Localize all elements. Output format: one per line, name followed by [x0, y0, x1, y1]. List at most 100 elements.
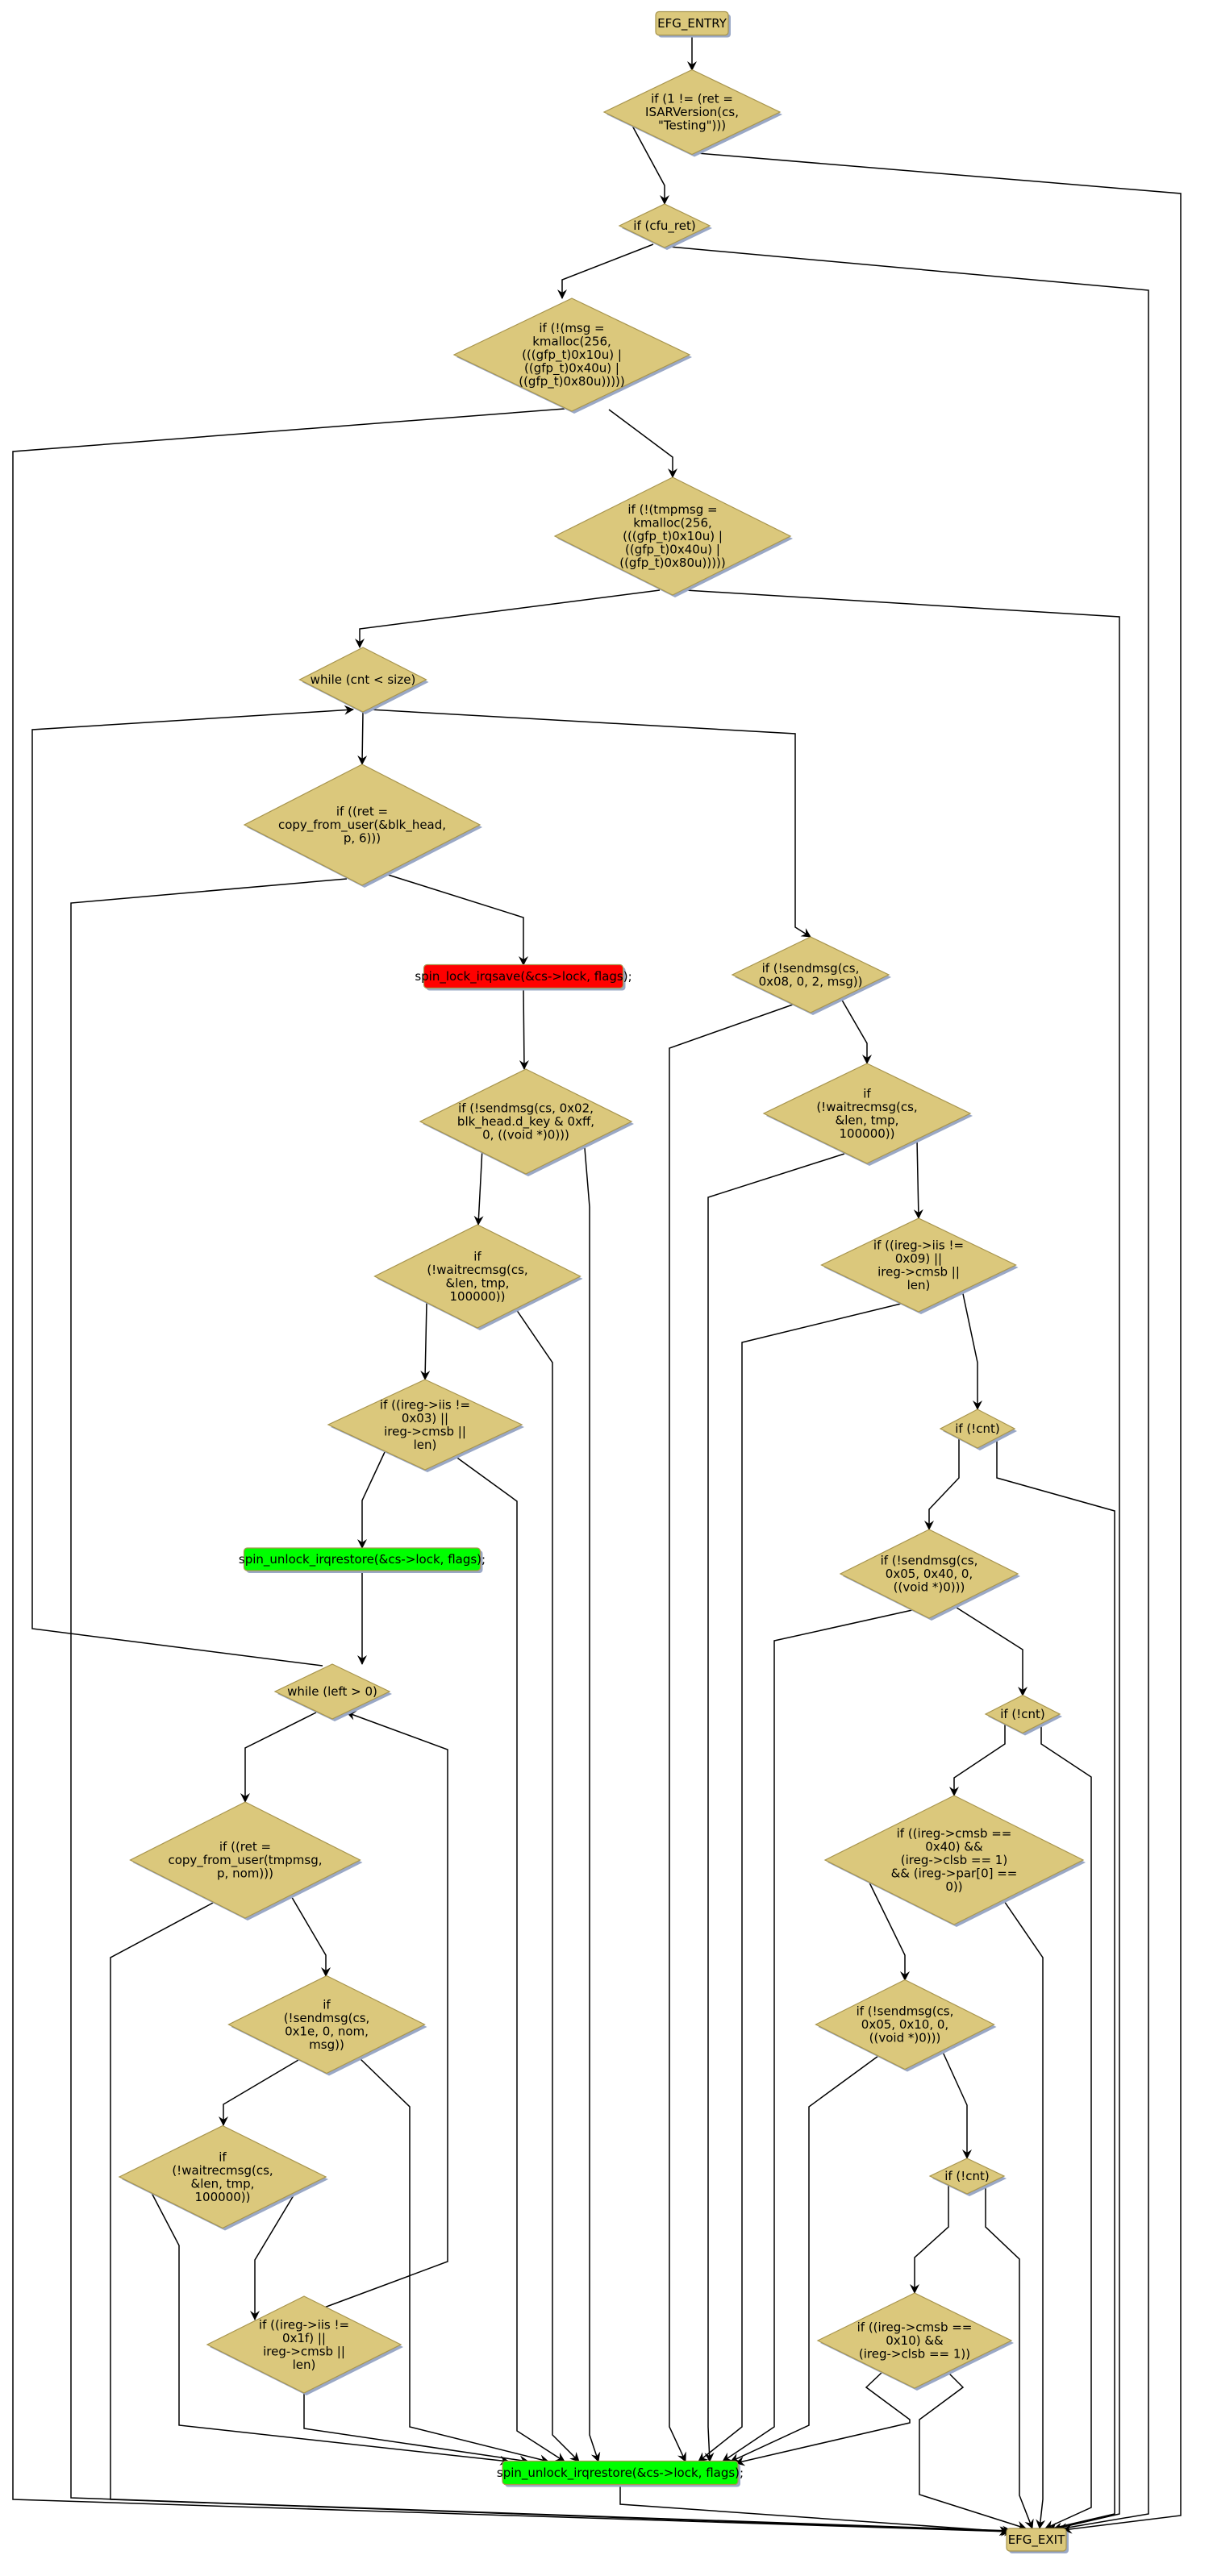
node-label-line: 100000)) — [195, 2190, 251, 2204]
node-label-line: &len, tmp, — [836, 1113, 899, 1127]
node-label-line: if (!cnt) — [955, 1421, 1000, 1436]
edge-d_wait_bl-to-unlock2 — [150, 2191, 510, 2466]
decision-node-d-send02[interactable]: if (!sendmsg(cs, 0x02,blk_head.d_key & 0… — [419, 1068, 634, 1176]
diamond-shape — [327, 1379, 523, 1471]
edge-d_cnt2-to-d_cmsb40 — [949, 1724, 1006, 1796]
decision-node-d-iis03[interactable]: if ((ireg->iis !=0x03) ||ireg->cmsb ||le… — [327, 1379, 524, 1472]
decision-node-d-wait-l[interactable]: if(!waitrecmsg(cs,&len, tmp,100000)) — [373, 1224, 583, 1330]
statement-node-unlock1[interactable]: spin_unlock_irqrestore(&cs->lock, flags)… — [239, 1547, 486, 1573]
node-label-line: if (!sendmsg(cs, — [762, 961, 860, 976]
edge-d_msg-to-d_tmpmsg — [608, 409, 677, 478]
diamond-shape — [816, 2292, 1013, 2389]
diamond-shape — [602, 69, 782, 156]
node-label-line: 0x03) || — [402, 1411, 448, 1425]
box-shape — [502, 2460, 739, 2486]
statement-node-exit[interactable]: EFG_EXIT — [1006, 2528, 1069, 2553]
diamond-shape — [815, 1979, 995, 2070]
decision-node-d-send08[interactable]: if (!sendmsg(cs,0x08, 0, 2, msg)) — [731, 936, 891, 1015]
node-label-line: if (!(msg = — [539, 321, 604, 335]
edge-unlock2-to-exit — [619, 2485, 1009, 2536]
edge-d_iis03-to-unlock1 — [357, 1451, 386, 1549]
node-label-line: ((gfp_t)0x80u))))) — [619, 556, 726, 571]
node-label-line: EFG_EXIT — [1008, 2532, 1065, 2548]
node-label-line: 0x08, 0, 2, msg)) — [759, 974, 863, 988]
edge-lock-to-d_send02 — [519, 988, 529, 1070]
statement-node-lock[interactable]: spin_lock_irqsave(&cs->lock, flags); — [415, 963, 632, 991]
node-label-line: spin_unlock_irqrestore(&cs->lock, flags)… — [239, 1552, 486, 1567]
edge-d_iis09-to-d_cnt1 — [961, 1289, 982, 1410]
edge-d_send0510-to-d_cnt3 — [941, 2050, 972, 2159]
edge-d_iis03-to-unlock2 — [454, 1455, 565, 2462]
edge-d_while_cnt-to-d_cfu_blk — [357, 711, 368, 765]
node-label-line: if (1 != (ret = — [651, 92, 733, 106]
box-shape — [243, 1547, 481, 1571]
diamond-shape — [452, 298, 691, 412]
diamond-shape — [928, 2158, 1006, 2195]
decision-node-d-cmsb10[interactable]: if ((ireg->cmsb ==0x10) &&(ireg->clsb ==… — [816, 2292, 1014, 2391]
node-label-line: 0x10) && — [886, 2333, 944, 2348]
node-label-line: && (ireg->par[0] == — [891, 1866, 1018, 1881]
node-label-line: 0x1e, 0, nom, — [285, 2024, 369, 2038]
edge-d_cnt1-to-d_send0540 — [924, 1438, 960, 1530]
node-label-line: if — [473, 1249, 481, 1263]
statement-node-unlock2[interactable]: spin_unlock_irqrestore(&cs->lock, flags)… — [497, 2460, 744, 2487]
node-label-line: if (cfu_ret) — [633, 218, 695, 234]
edges — [12, 35, 1182, 2536]
decision-node-d-tmpmsg[interactable]: if (!(tmpmsg =kmalloc(256,(((gfp_t)0x10u… — [553, 476, 793, 597]
decision-node-d-iis09[interactable]: if ((ireg->iis !=0x09) ||ireg->cmsb ||le… — [820, 1217, 1019, 1314]
node-label-line: 0)) — [945, 1879, 962, 1894]
decision-node-d-iis1f[interactable]: if ((ireg->iis !=0x1f) ||ireg->cmsb ||le… — [206, 2295, 403, 2395]
node-label-line: len) — [907, 1278, 931, 1292]
node-label-line: msg)) — [309, 2037, 344, 2052]
decision-node-d-wait-bl[interactable]: if(!waitrecmsg(cs,&len, tmp,100000)) — [118, 2124, 328, 2231]
diamond-shape — [984, 1694, 1061, 1734]
decision-node-d-cfu[interactable]: if (cfu_ret) — [618, 203, 712, 250]
node-label-line: ((void *)0))) — [869, 2031, 941, 2045]
node-label-line: (!waitrecmsg(cs, — [816, 1100, 917, 1114]
edge-d_tmpmsg-to-exit — [685, 589, 1120, 2532]
edge-d_send0540-to-unlock2 — [722, 1609, 913, 2462]
diamond-shape — [206, 2295, 402, 2394]
diamond-shape — [553, 476, 792, 596]
edge-d_send08-to-d_wait_r — [840, 997, 872, 1064]
decision-node-d-while-left[interactable]: while (left > 0) — [273, 1663, 392, 1721]
decision-node-d-send0540[interactable]: if (!sendmsg(cs,0x05, 0x40, 0,((void *)0… — [839, 1529, 1020, 1621]
decision-node-d-cnt3[interactable]: if (!cnt) — [928, 2158, 1007, 2196]
edge-d_iis09-to-unlock2 — [698, 1303, 902, 2462]
edge-d_cmsb10-to-unlock2 — [735, 2371, 911, 2466]
node-label-line: if (!cnt) — [1000, 1707, 1045, 1721]
statement-node-entry[interactable]: EFG_ENTRY — [655, 10, 731, 38]
node-label-line: if (!cnt) — [944, 2169, 990, 2183]
node-label-line: (!sendmsg(cs, — [284, 2011, 370, 2025]
node-label-line: blk_head.d_key & 0xff, — [457, 1114, 594, 1130]
decision-node-d-send1e[interactable]: if(!sendmsg(cs,0x1e, 0, nom,msg)) — [227, 1975, 427, 2076]
decision-node-d-msg[interactable]: if (!(msg =kmalloc(256,(((gfp_t)0x10u) |… — [452, 298, 692, 414]
node-label-line: 0x1f) || — [282, 2331, 326, 2345]
decision-node-d-cfu-tmp[interactable]: if ((ret =copy_from_user(tmpmsg,p, nom))… — [129, 1801, 363, 1921]
node-label-line: (((gfp_t)0x10u) | — [623, 529, 723, 544]
decision-node-d-isar[interactable]: if (1 != (ret =ISARVersion(cs,"Testing")… — [602, 69, 782, 157]
node-label-line: &len, tmp, — [191, 2176, 255, 2191]
node-label-line: if (!sendmsg(cs, — [857, 2004, 954, 2019]
decision-node-d-cfu-blk[interactable]: if ((ret =copy_from_user(&blk_head,p, 6)… — [243, 764, 482, 888]
edge-d_cnt1-to-exit — [996, 1438, 1115, 2532]
node-label-line: ireg->cmsb || — [384, 1424, 466, 1438]
decision-node-d-send0510[interactable]: if (!sendmsg(cs,0x05, 0x10, 0,((void *)0… — [815, 1979, 997, 2072]
decision-node-d-wait-r[interactable]: if(!waitrecmsg(cs,&len, tmp,100000)) — [762, 1063, 973, 1166]
diamond-shape — [419, 1068, 633, 1175]
decision-node-d-cnt1[interactable]: if (!cnt) — [939, 1409, 1017, 1450]
node-label-line: EFG_ENTRY — [657, 16, 727, 31]
node-label-line: if ((ireg->iis != — [873, 1238, 964, 1252]
node-label-line: if — [323, 1997, 331, 2012]
decision-node-d-while-cnt[interactable]: while (cnt < size) — [298, 647, 429, 714]
decision-node-d-cnt2[interactable]: if (!cnt) — [984, 1694, 1062, 1736]
node-label-line: copy_from_user(&blk_head, — [278, 818, 446, 833]
box-shape — [423, 963, 624, 989]
node-label-line: (ireg->clsb == 1)) — [859, 2347, 970, 2362]
decision-node-d-cmsb40[interactable]: if ((ireg->cmsb ==0x40) &&(ireg->clsb ==… — [823, 1795, 1086, 1927]
diamond-shape — [618, 203, 711, 248]
diamond-shape — [118, 2124, 327, 2229]
node-label-line: 0x05, 0x40, 0, — [886, 1567, 973, 1581]
node-label-line: 100000)) — [840, 1126, 895, 1141]
